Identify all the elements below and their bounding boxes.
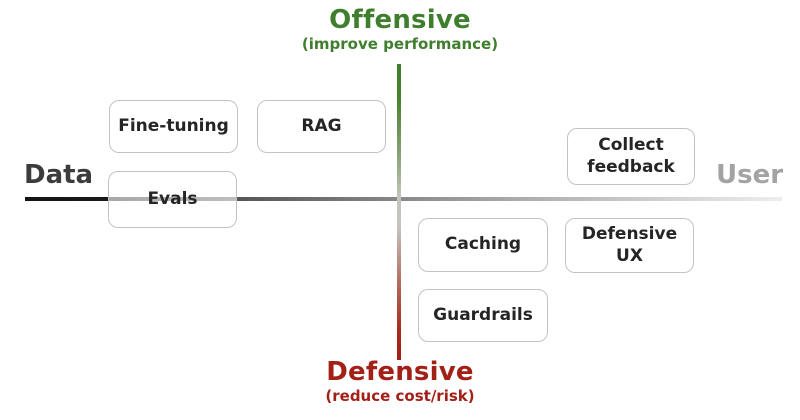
defensive-sublabel: (reduce cost/risk) xyxy=(325,386,475,405)
box-caching: Caching xyxy=(418,218,548,272)
box-evals: Evals xyxy=(108,171,237,228)
box-collect-feedback: Collect feedback xyxy=(567,128,695,185)
offensive-sublabel: (improve performance) xyxy=(301,34,499,53)
box-guardrails: Guardrails xyxy=(418,289,548,342)
vertical-axis-line xyxy=(397,64,401,360)
user-axis-label: User xyxy=(716,160,784,190)
horizontal-axis-line xyxy=(25,197,782,201)
box-rag: RAG xyxy=(257,100,386,153)
defensive-label: Defensive xyxy=(326,357,474,387)
offensive-axis-title: Offensive (improve performance) xyxy=(250,6,550,54)
box-defensive-ux: Defensive UX xyxy=(565,218,694,273)
box-fine-tuning: Fine-tuning xyxy=(109,100,238,153)
defensive-axis-title: Defensive (reduce cost/risk) xyxy=(250,358,550,406)
data-axis-label: Data xyxy=(24,160,94,190)
offensive-label: Offensive xyxy=(329,5,471,35)
